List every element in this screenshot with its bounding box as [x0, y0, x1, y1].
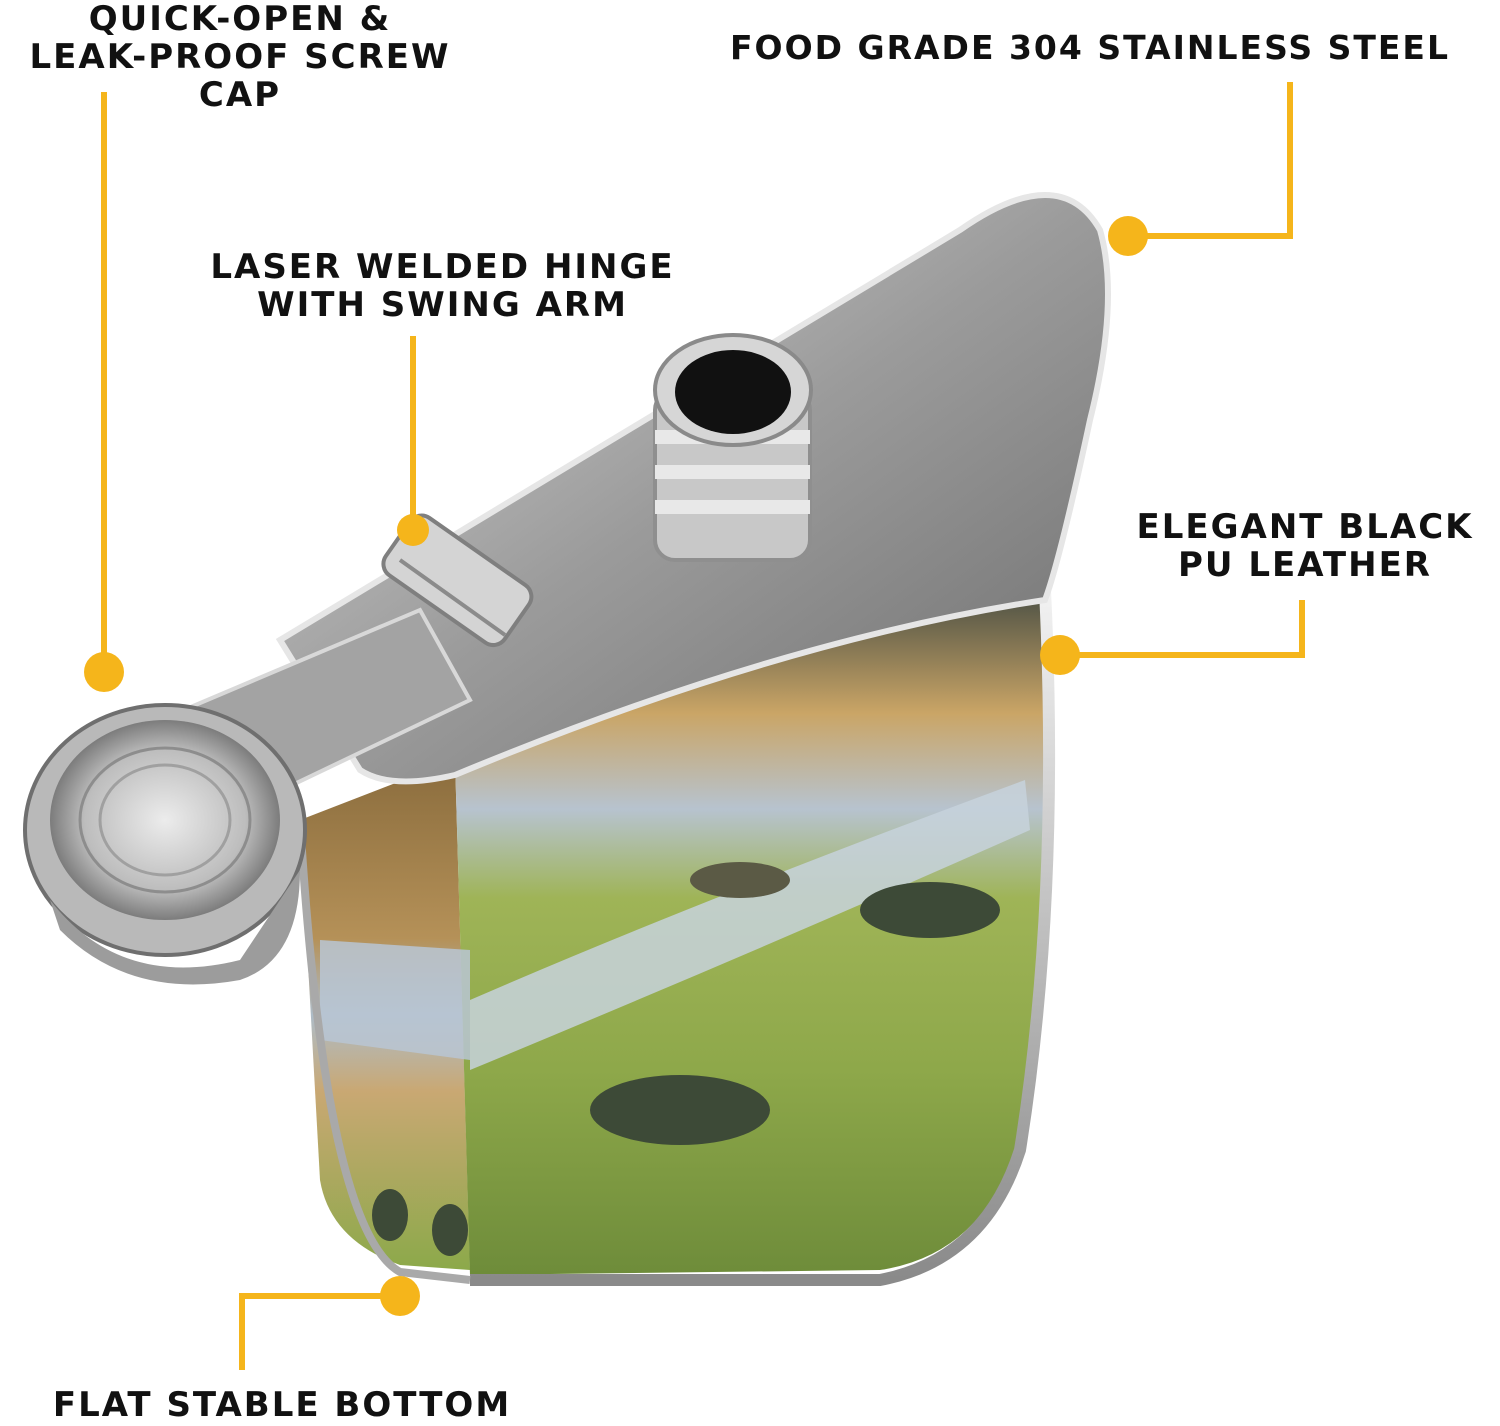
callout-hinge-line-1: LASER WELDED HINGE — [210, 247, 675, 287]
callout-bottom-label: FLAT STABLE BOTTOM — [22, 1386, 542, 1424]
callout-leather-label: ELEGANT BLACK PU LEATHER — [1110, 508, 1500, 584]
callout-hinge-connector — [397, 336, 429, 546]
callout-leather-line-1: ELEGANT BLACK — [1136, 507, 1474, 547]
flask-hinge — [381, 513, 534, 648]
callout-screw-cap-label: QUICK-OPEN & LEAK-PROOF SCREW CAP — [0, 0, 490, 114]
callout-steel-line-1: FOOD GRADE 304 STAINLESS STEEL — [729, 28, 1451, 67]
callout-leather-connector — [1040, 600, 1305, 675]
callout-hinge-line-2: WITH SWING ARM — [257, 285, 628, 326]
callout-screw-cap-line-2: LEAK-PROOF SCREW — [29, 37, 451, 78]
callout-bottom-connector — [239, 1276, 420, 1370]
callout-steel-connector — [1108, 82, 1293, 256]
callout-hinge-label: LASER WELDED HINGE WITH SWING ARM — [185, 248, 700, 324]
callout-screw-cap-connector — [84, 92, 124, 692]
screw-cap — [23, 703, 307, 985]
callout-leather-line-2: PU LEATHER — [1178, 545, 1432, 586]
callout-steel-label: FOOD GRADE 304 STAINLESS STEEL — [680, 28, 1500, 67]
flask-spout — [653, 333, 813, 562]
callout-screw-cap-line-1: QUICK-OPEN & — [88, 0, 392, 39]
duck-illustrations — [372, 862, 1000, 1256]
callout-bottom-line-1: FLAT STABLE BOTTOM — [52, 1385, 512, 1425]
callout-screw-cap-line-3: CAP — [198, 75, 282, 116]
